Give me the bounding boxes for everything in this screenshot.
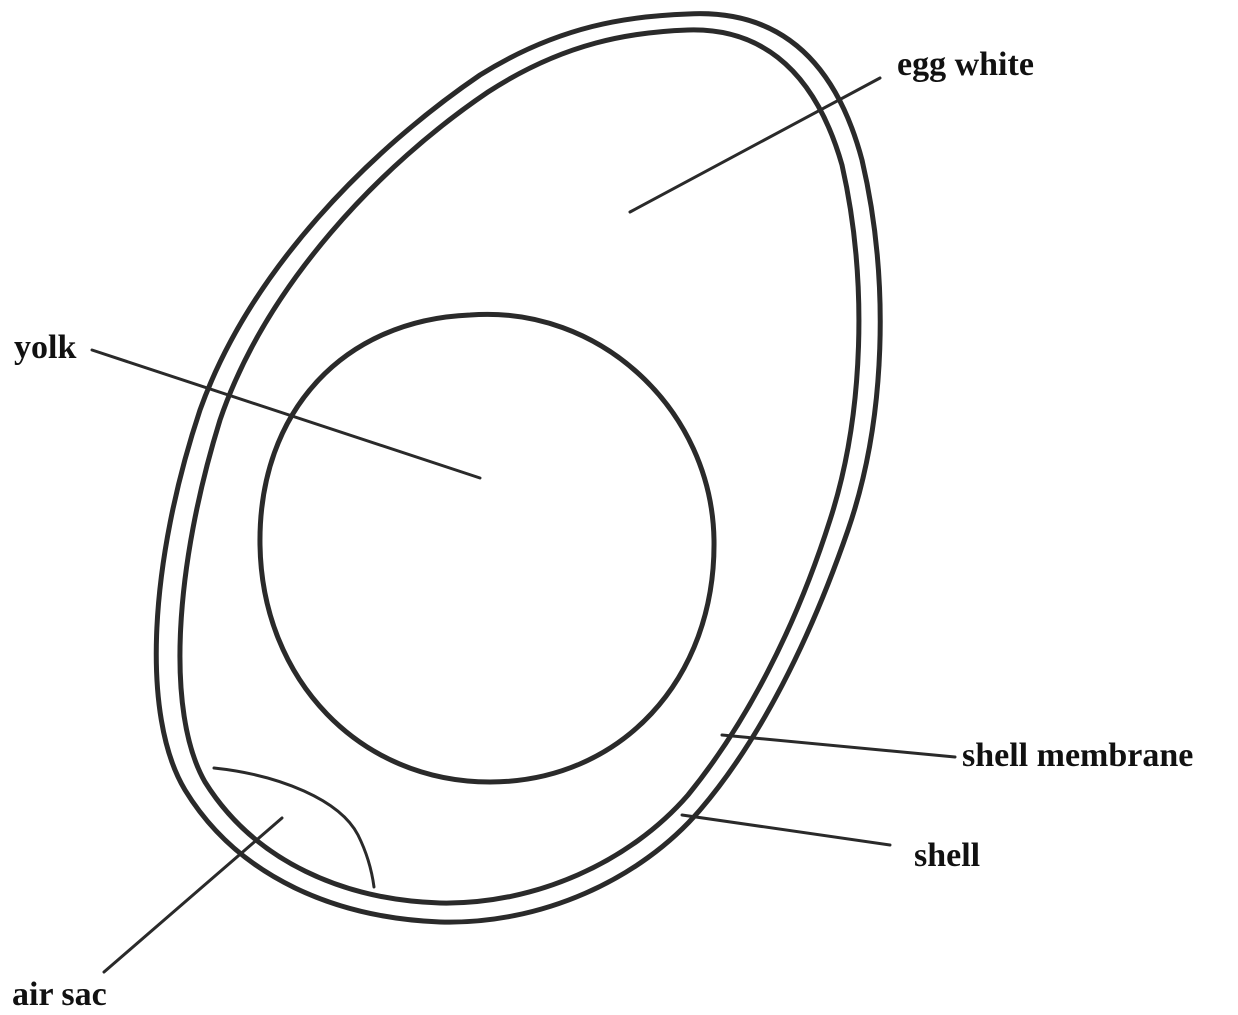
shell-label: shell (914, 839, 980, 873)
shell-membrane-leader-line (722, 735, 955, 757)
egg-white-label: egg white (897, 48, 1034, 82)
yolk-leader-line (92, 350, 480, 478)
shell-leader-line (682, 815, 890, 845)
shell-outline (156, 14, 880, 922)
egg-white-leader-line (630, 78, 880, 212)
shell-membrane-label: shell membrane (962, 739, 1193, 773)
yolk-outline (260, 314, 714, 782)
shell-membrane-outline (180, 30, 859, 903)
air-sac-outline (214, 768, 374, 887)
air-sac-label: air sac (12, 978, 107, 1012)
yolk-label: yolk (14, 331, 76, 365)
air-sac-leader-line (104, 818, 282, 972)
